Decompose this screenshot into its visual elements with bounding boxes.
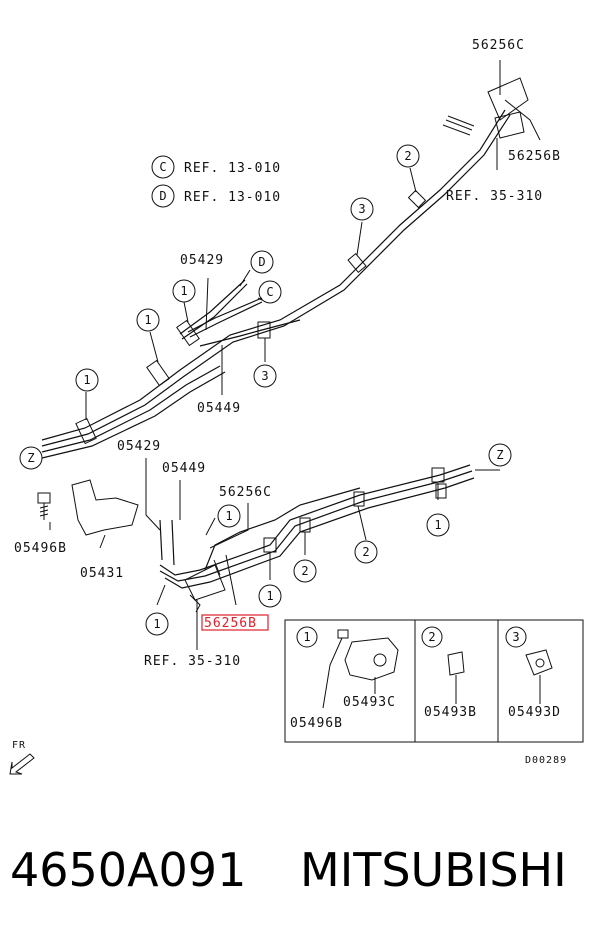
diagram-id: D00289 [525,755,567,766]
label-ref-35-310-bottom: REF. 35-310 [144,654,241,669]
label-05429-top: 05429 [180,253,224,268]
inset-label-05493B: 05493B [424,705,477,720]
inset-clip-05493D [525,649,553,676]
callouts: C D 2 3 D C 1 1 3 1 Z Z 1 1 2 2 1 1 [19,144,512,636]
label-56256B-highlighted: 56256B [204,616,257,631]
label-05449-bottom: 05449 [162,461,206,476]
ref-c-circle: C [159,160,166,174]
callout-2-b: 2 [301,564,308,578]
clip-lower-2c [435,483,447,499]
callout-c: C [266,285,273,299]
caption-brand: MITSUBISHI [300,843,567,897]
label-ref-c: REF. 13-010 [184,161,281,176]
top-valve [494,111,525,139]
label-ref-35-310-top: REF. 35-310 [446,189,543,204]
clip-1a [75,417,97,445]
inset-label-05493C: 05493C [343,695,396,710]
callout-1-f: 1 [266,589,273,603]
fr-label: FR [12,740,26,751]
label-56256C-bottom: 56256C [219,485,272,500]
clip-2a [407,189,427,209]
inset-label-05496B: 05496B [290,716,343,731]
center-bracket [184,564,226,601]
inset-panel: 1 2 3 05496B 05493C 05493B 05493D [284,619,584,743]
inset-bolt [337,629,349,639]
callout-z-right: Z [496,448,503,462]
callout-z-left: Z [27,451,34,465]
highlight-box [201,614,269,631]
top-bracket [487,77,529,121]
clip-3a [257,321,271,339]
label-05429-bottom: 05429 [117,439,161,454]
clip-3b [347,252,367,274]
caption-part-number: 4650A091 [10,843,246,897]
label-05449-top: 05449 [197,401,241,416]
spring [442,115,475,136]
label-ref-d: REF. 13-010 [184,190,281,205]
front-arrow: FR [9,740,35,775]
callout-3-top: 3 [358,202,365,216]
inset-label-05493D: 05493D [508,705,561,720]
clip-lower-2b [353,491,365,507]
callout-1-a: 1 [180,284,187,298]
fr-arrow-icon [9,753,35,775]
label-05431: 05431 [80,566,124,581]
caption: 4650A091 MITSUBISHI [10,843,567,897]
callout-d: D [258,255,265,269]
inset-clip-05493C [344,637,399,681]
clip-lower-1 [263,537,277,553]
label-05496B: 05496B [14,541,67,556]
callout-3-mid: 3 [261,369,268,383]
inset-callout-2: 2 [428,630,435,644]
part-labels: 56256C 56256B REF. 13-010 REF. 13-010 RE… [14,38,561,669]
ref-d-circle: D [159,189,166,203]
label-56256C-top: 56256C [472,38,525,53]
callout-1-g: 1 [153,617,160,631]
lower-pipe-assembly [37,458,500,650]
callout-1-d: 1 [225,509,232,523]
bracket-05431 [71,479,139,536]
label-56256B-top: 56256B [508,149,561,164]
inset-callout-3: 3 [512,630,519,644]
clip-lower-1b [431,467,445,483]
callout-1-b: 1 [144,313,151,327]
callout-1-e: 1 [434,518,441,532]
bolt-05496B [37,492,51,504]
clip-1c [176,319,200,347]
clip-1b [146,359,170,387]
callout-2-a: 2 [362,545,369,559]
callout-1-c: 1 [83,373,90,387]
upper-pipe-assembly [41,60,541,459]
callout-2-top: 2 [404,149,411,163]
inset-callout-1: 1 [303,630,310,644]
inset-clip-05493B [447,651,465,676]
